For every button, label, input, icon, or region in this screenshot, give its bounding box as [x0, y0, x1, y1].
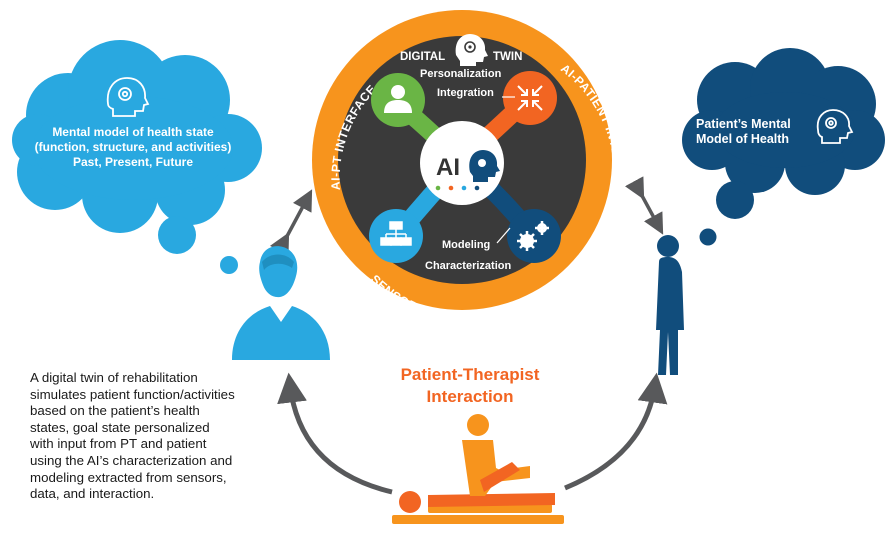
left-cloud-line-1: Mental model of health state	[52, 125, 214, 139]
arrows-inward-icon	[517, 85, 543, 111]
right-cloud-text: Patient’s Mental Model of Health	[696, 117, 806, 147]
head-gear-icon	[816, 109, 854, 144]
integration-node	[503, 71, 557, 125]
treatment-table-icon	[392, 414, 564, 524]
left-cloud-line-2: (function, structure, and activities)	[34, 140, 232, 154]
head-gear-icon	[455, 34, 488, 66]
description-line: modeling extracted from sensors,	[30, 469, 227, 485]
interaction-title-line-1: Patient-Therapist	[400, 365, 540, 384]
loop-arrow-left	[277, 372, 393, 495]
interaction-title-line-2: Interaction	[426, 387, 514, 406]
ai-label: AI	[436, 154, 460, 181]
ai-head-icon	[469, 150, 500, 182]
description-line: with input from PT and patient	[30, 436, 207, 452]
description-line: A digital twin of rehabilitation	[30, 370, 198, 385]
characterization-node	[369, 209, 423, 263]
characterization-label: Characterization	[425, 260, 511, 272]
description-line: based on the patient’s health	[30, 403, 200, 419]
twin-label: TWIN	[493, 51, 522, 63]
patient-ai-arrow	[624, 176, 664, 235]
left-cloud-line-3: Past, Present, Future	[72, 155, 194, 169]
gears-icon	[517, 221, 549, 251]
patient-figure	[656, 235, 684, 375]
right-thought-cloud	[682, 48, 885, 246]
loop-arrow-right	[564, 372, 668, 491]
digital-label: DIGITAL	[400, 51, 445, 63]
head-gear-icon	[106, 77, 150, 117]
patient-therapist-interaction-title: Patient-Therapist Interaction	[370, 364, 570, 408]
description-line: using the AI’s characterization and	[30, 452, 233, 468]
therapist-figure	[232, 246, 330, 360]
right-cloud-line-1: Patient’s Mental	[696, 117, 791, 131]
ai-hub: AI	[420, 121, 504, 205]
description-line: simulates patient function/activities	[30, 386, 235, 402]
personalization-node	[371, 73, 425, 127]
right-cloud-line-2: Model of Health	[696, 132, 790, 146]
description-text: A digital twin of rehabilitation simulat…	[30, 370, 280, 503]
therapist-ai-arrow	[269, 189, 313, 256]
person-icon	[384, 85, 412, 113]
description-line: states, goal state personalized	[30, 419, 210, 435]
modeling-label: Modeling	[442, 239, 490, 251]
hierarchy-icon	[380, 221, 412, 246]
left-cloud-text: Mental model of health state (function, …	[22, 125, 244, 170]
description-line: data, and interaction.	[30, 486, 155, 502]
modeling-node	[507, 209, 561, 263]
integration-label: Integration	[437, 87, 494, 99]
digital-twin-header: DIGITAL TWIN	[400, 34, 522, 66]
personalization-label: Personalization	[420, 68, 502, 80]
left-thought-cloud	[12, 40, 262, 274]
